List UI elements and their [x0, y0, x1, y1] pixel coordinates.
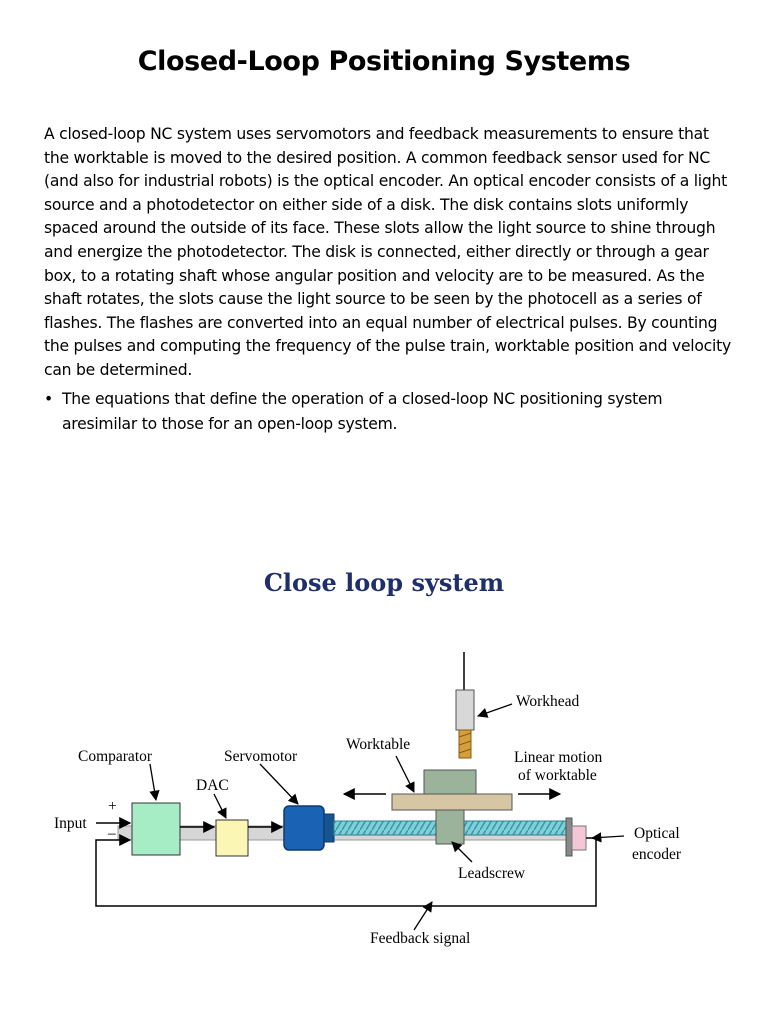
diagram-title: Close loop system — [263, 568, 505, 597]
label-dac: DAC — [196, 777, 229, 794]
workhead-leader — [477, 703, 513, 718]
label-encoder: encoder — [632, 846, 682, 863]
label-worktable: Worktable — [346, 736, 410, 753]
page-title: Closed-Loop Positioning Systems — [137, 46, 631, 77]
optical-encoder — [571, 825, 587, 851]
comparator-box — [131, 802, 181, 856]
encoder-disk — [565, 817, 573, 857]
feedback-leader — [413, 901, 433, 931]
dac-leader — [213, 793, 227, 819]
label-input: Input — [54, 815, 87, 832]
encoder-leader — [590, 832, 625, 843]
servomotor-box — [283, 805, 325, 851]
motor-flange — [323, 813, 335, 843]
comparator-leader — [149, 763, 160, 802]
leadscrew-leader — [451, 841, 473, 863]
label-plus: + — [108, 798, 117, 815]
label-servomotor: Servomotor — [224, 748, 298, 765]
bullet-dot: • — [44, 390, 53, 408]
label-linear-motion-2: of worktable — [518, 767, 597, 784]
label-leadscrew: Leadscrew — [458, 865, 526, 882]
cutting-tool — [458, 729, 472, 759]
table-nut — [435, 809, 465, 845]
table-block — [423, 769, 477, 795]
label-minus: – — [107, 825, 116, 842]
label-linear-motion-1: Linear motion — [514, 749, 602, 766]
label-comparator: Comparator — [78, 748, 153, 765]
label-workhead: Workhead — [516, 693, 580, 710]
workhead-holder — [455, 689, 475, 731]
dac-box — [215, 819, 249, 857]
worktable — [391, 793, 513, 811]
bullet-text: The equations that define the operation … — [62, 390, 663, 433]
label-feedback-signal: Feedback signal — [370, 930, 470, 947]
bullet-item: • The equations that define the operatio… — [44, 387, 734, 436]
worktable-leader — [395, 755, 415, 793]
servomotor-leader — [259, 763, 299, 805]
body-paragraph: A closed-loop NC system uses servomotors… — [44, 125, 731, 379]
label-optical: Optical — [634, 825, 680, 842]
closed-loop-diagram: Workhead Worktable Linear motion of work… — [54, 652, 682, 947]
